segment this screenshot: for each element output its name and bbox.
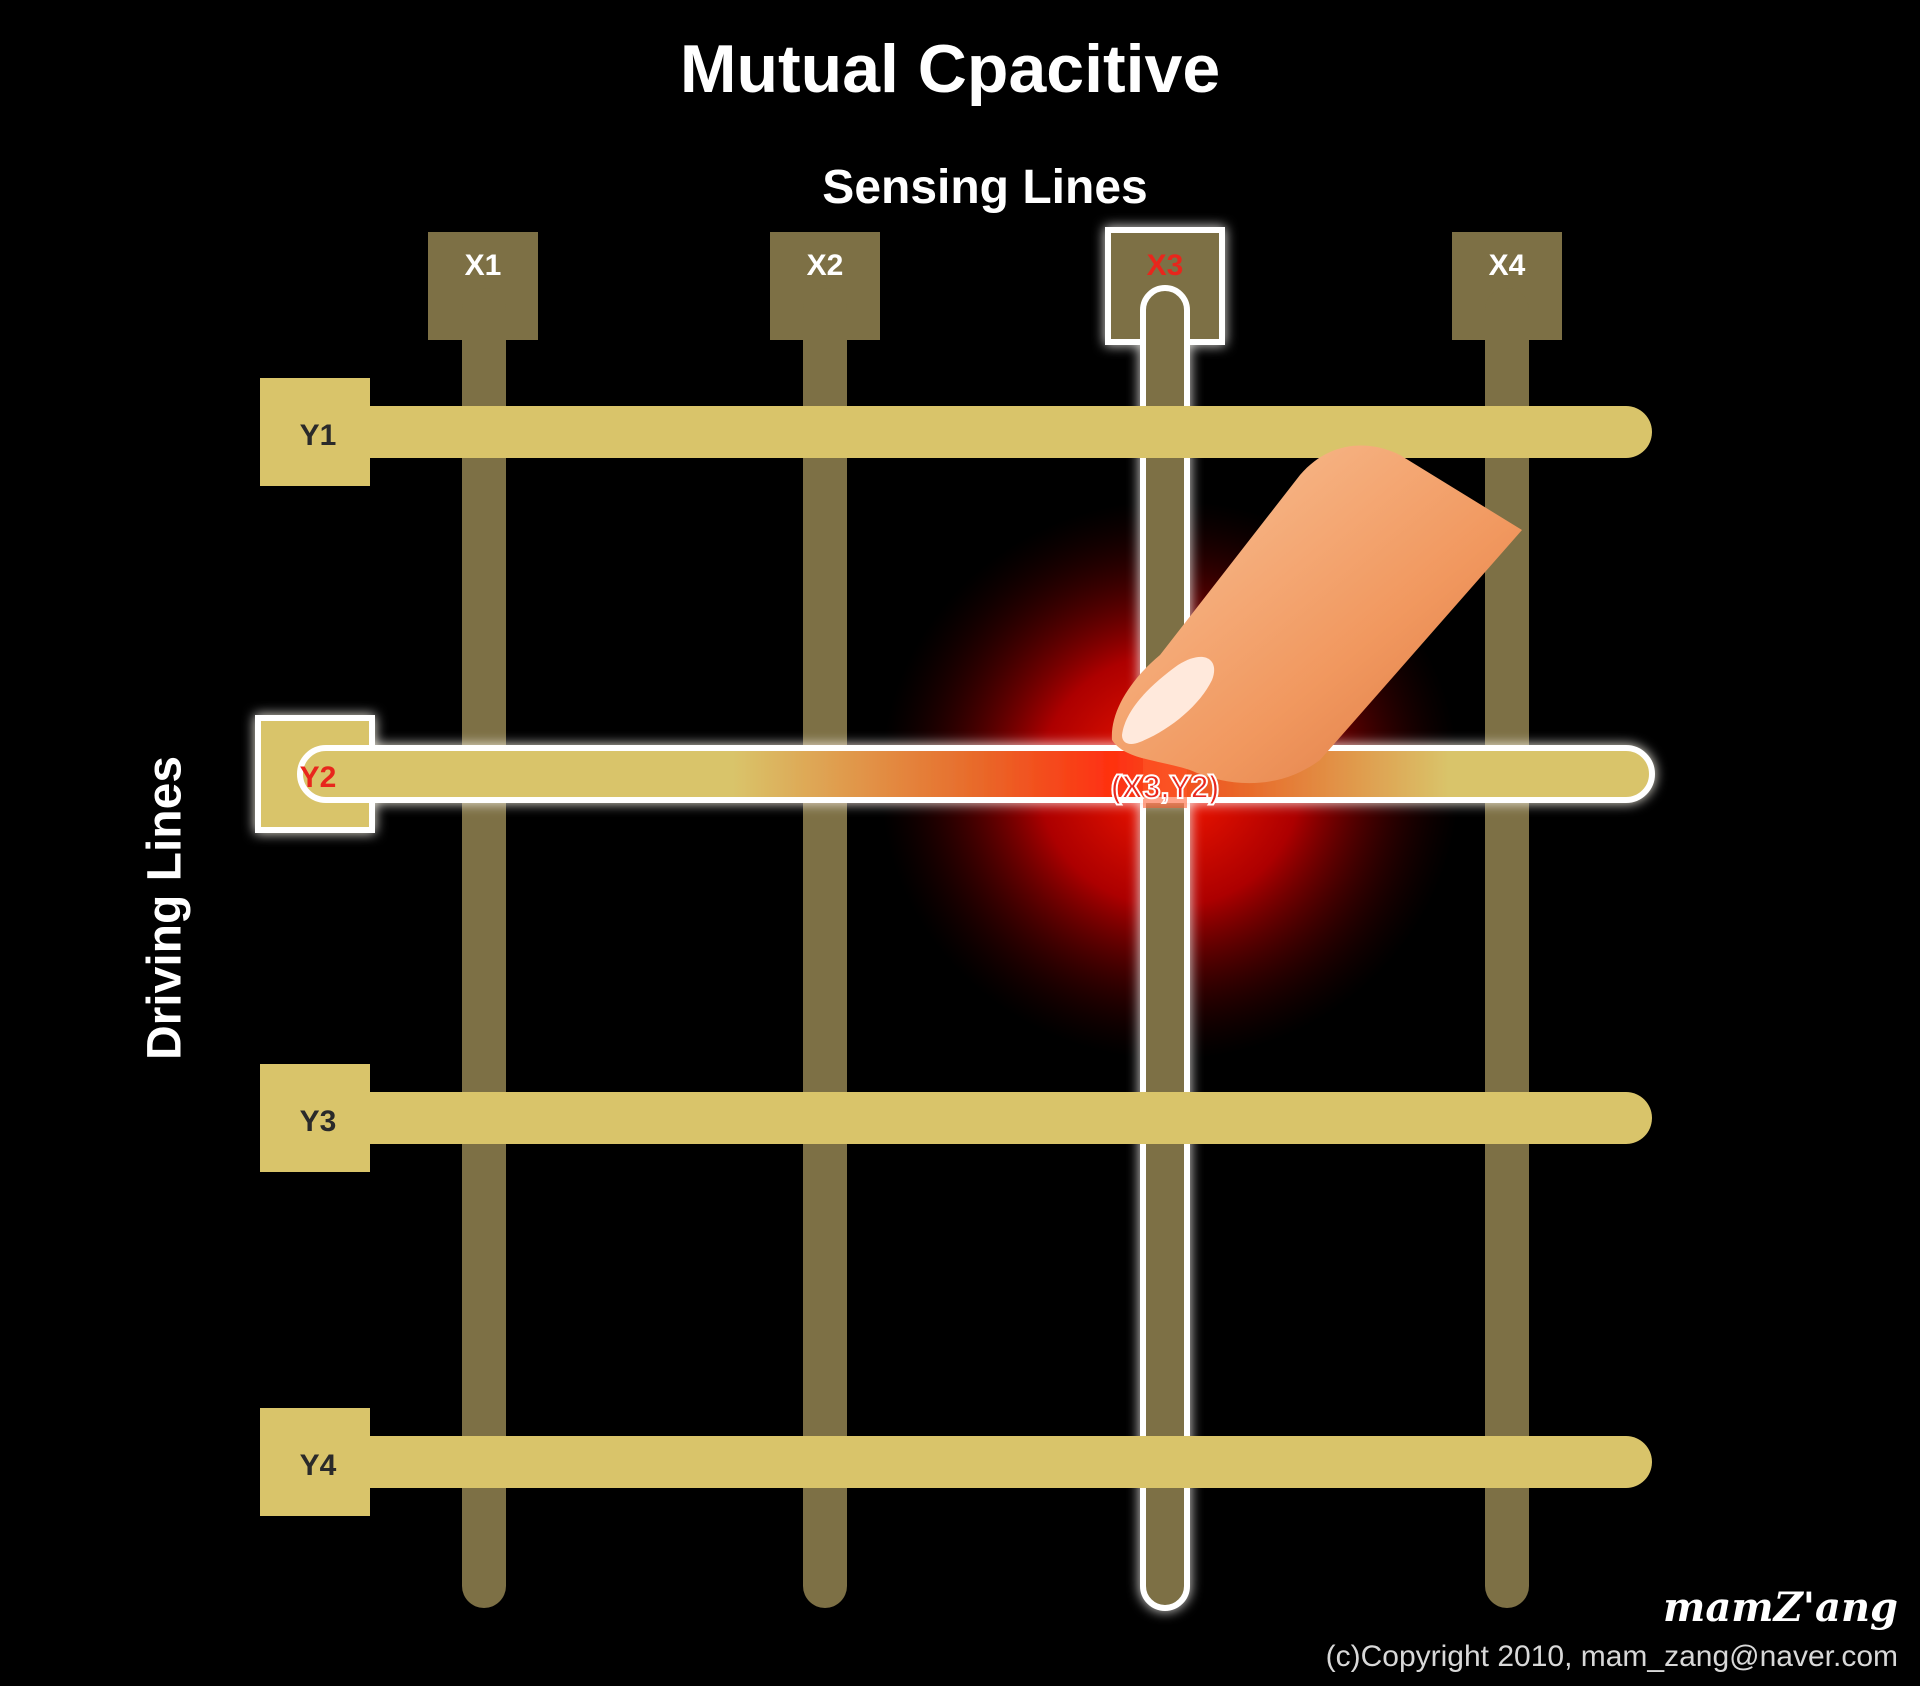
driving-line-y1: Y1 <box>260 378 1652 486</box>
sensing-lines-label: Sensing Lines <box>822 161 1148 214</box>
sensing-line-x2: X2 <box>770 232 880 1608</box>
sensing-label-x4: X4 <box>1489 249 1526 282</box>
finger-icon <box>1111 445 1522 784</box>
copyright-text: (c)Copyright 2010, mam_zang@naver.com <box>1325 1640 1898 1673</box>
touch-point-label: (X3,Y2) <box>1111 769 1219 805</box>
sensing-label-x2: X2 <box>807 249 844 282</box>
driving-label-y3: Y3 <box>300 1105 337 1138</box>
sensing-label-x1: X1 <box>465 249 502 282</box>
sensing-line-x1: X1 <box>428 232 538 1608</box>
driving-line-y4: Y4 <box>260 1408 1652 1516</box>
driving-label-y1: Y1 <box>300 419 337 452</box>
driving-label-y2: Y2 <box>300 761 337 794</box>
diagram-title: Mutual Cpacitive <box>679 31 1221 107</box>
sensing-line-x3: X3 <box>1105 227 1225 1611</box>
sensing-line-x4: X4 <box>1452 232 1562 1608</box>
watermark-logo: mamZ'ang <box>1663 1584 1898 1631</box>
driving-line-y3: Y3 <box>260 1064 1652 1172</box>
sensing-label-x3: X3 <box>1147 249 1184 282</box>
driving-label-y4: Y4 <box>300 1449 337 1482</box>
